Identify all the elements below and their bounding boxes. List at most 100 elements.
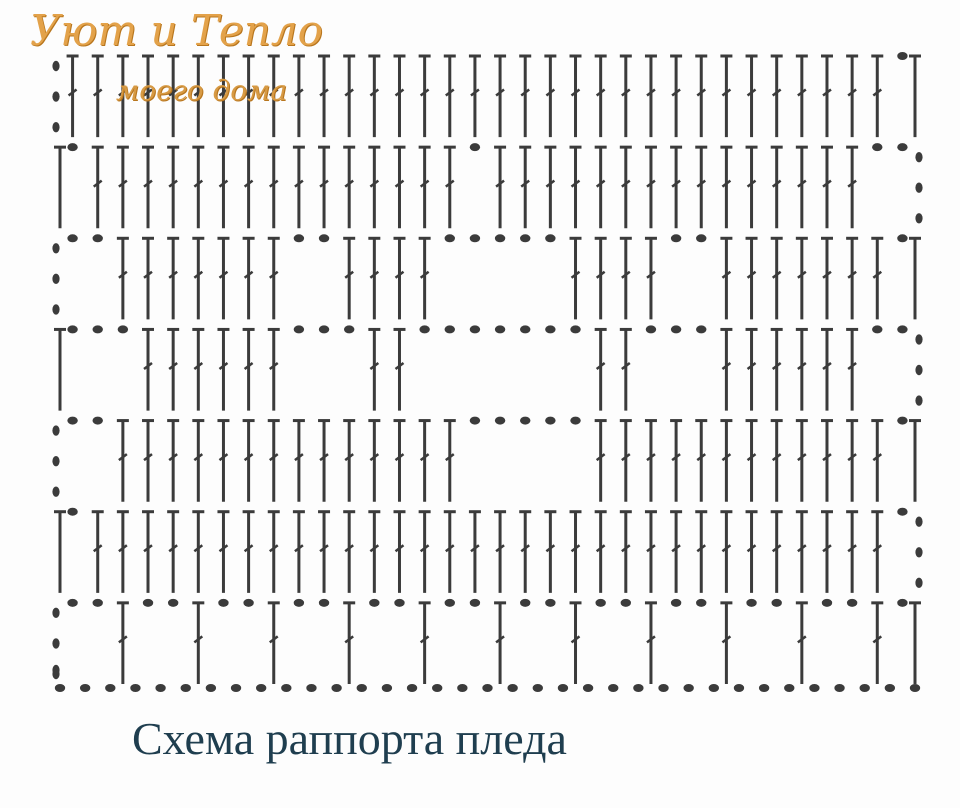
double-crochet-stitch xyxy=(116,419,129,502)
chain-stitch xyxy=(670,234,682,243)
double-crochet-stitch xyxy=(468,54,481,138)
double-crochet-stitch xyxy=(871,236,884,320)
chain-stitch xyxy=(897,598,908,607)
chain-stitch xyxy=(846,598,858,607)
chain-stitch xyxy=(570,325,581,334)
double-crochet-stitch xyxy=(167,510,180,593)
double-crochet-stitch xyxy=(217,54,230,138)
double-crochet-stitch xyxy=(292,54,305,138)
chain-stitch xyxy=(570,416,581,425)
double-crochet-stitch xyxy=(695,419,708,502)
double-crochet-stitch xyxy=(644,145,657,229)
chain-stitch xyxy=(293,598,305,607)
foundation-chain-stitch xyxy=(482,684,493,692)
chain-stitch xyxy=(293,234,305,243)
chain-stitch xyxy=(243,598,254,607)
double-crochet-stitch xyxy=(569,145,582,229)
chain-stitch xyxy=(92,416,103,425)
double-crochet-stitch xyxy=(116,54,129,138)
double-crochet-stitch xyxy=(242,327,255,411)
double-crochet-stitch xyxy=(142,419,155,502)
double-crochet-stitch xyxy=(192,54,205,138)
double-crochet-stitch xyxy=(695,510,708,593)
double-crochet-stitch xyxy=(619,145,632,229)
turning-chain-stitch xyxy=(915,395,923,406)
chain-stitch xyxy=(520,598,531,607)
foundation-chain-stitch xyxy=(733,684,745,692)
double-crochet-stitch xyxy=(142,145,155,229)
watermark-line1: Уют и Тепло xyxy=(30,6,323,55)
double-crochet-stitch xyxy=(770,327,783,411)
double-crochet-stitch xyxy=(418,236,431,320)
foundation-chain-stitch xyxy=(105,684,116,692)
chain-stitch xyxy=(67,598,78,607)
double-crochet-stitch xyxy=(519,510,532,593)
chain-stitch xyxy=(545,416,556,425)
chain-stitch xyxy=(696,234,707,243)
double-crochet-stitch xyxy=(267,419,280,502)
double-crochet-stitch xyxy=(720,601,733,684)
double-crochet-stitch xyxy=(267,601,280,684)
double-crochet-stitch xyxy=(192,601,205,684)
foundation-chain-stitch xyxy=(406,684,418,692)
turning-chain-stitch xyxy=(52,121,60,133)
double-crochet-stitch xyxy=(418,145,431,229)
chain-stitch xyxy=(67,507,78,516)
double-crochet-stitch xyxy=(644,510,657,593)
double-crochet-stitch xyxy=(494,145,507,229)
double-crochet-stitch xyxy=(770,236,783,320)
turning-chain-stitch xyxy=(52,638,60,649)
double-crochet-stitch xyxy=(267,327,280,411)
watermark-line2: моего дома xyxy=(116,74,288,107)
double-crochet-stitch xyxy=(644,419,657,502)
chain-stitch xyxy=(494,325,506,334)
double-crochet-stitch xyxy=(619,236,632,320)
double-crochet-stitch xyxy=(820,54,833,138)
turning-chain-stitch xyxy=(52,607,60,619)
double-crochet-stitch xyxy=(494,54,507,138)
foundation-chain-stitch xyxy=(130,684,141,692)
foundation-chain-stitch xyxy=(457,684,468,692)
watermark-logo: Уют и Тепло моего дома xyxy=(8,4,368,134)
double-crochet-stitch xyxy=(393,510,406,593)
chain-stitch xyxy=(167,598,179,607)
chain-stitch xyxy=(872,325,883,334)
double-crochet-stitch xyxy=(267,236,280,320)
double-crochet-stitch xyxy=(242,419,255,502)
turning-chain-stitch xyxy=(52,425,60,436)
turning-chain-stitch xyxy=(915,577,923,589)
foundation-chain-stitch xyxy=(784,684,795,692)
double-crochet-stitch xyxy=(192,327,205,411)
double-crochet-stitch xyxy=(820,510,833,593)
double-crochet-stitch xyxy=(795,236,808,320)
double-crochet-stitch xyxy=(670,145,683,229)
chain-stitch xyxy=(545,234,556,243)
foundation-chain-stitch xyxy=(557,684,569,692)
double-crochet-stitch xyxy=(368,419,381,502)
chain-stitch xyxy=(545,598,556,607)
double-crochet-stitch xyxy=(443,419,456,502)
chain-stitch xyxy=(520,416,531,425)
double-crochet-stitch xyxy=(594,327,607,411)
double-crochet-stitch xyxy=(695,54,708,138)
turning-chain-stitch xyxy=(52,486,60,497)
double-crochet-stitch xyxy=(217,236,230,320)
double-crochet-stitch xyxy=(569,510,582,593)
turning-chain-stitch xyxy=(915,516,923,527)
double-crochet-stitch xyxy=(770,145,783,229)
double-crochet-stitch xyxy=(720,54,733,138)
double-crochet-stitch xyxy=(192,236,205,320)
chain-stitch xyxy=(67,416,78,425)
double-crochet-stitch xyxy=(594,510,607,593)
double-crochet-stitch xyxy=(292,419,305,502)
double-crochet-stitch xyxy=(745,145,758,229)
double-crochet-stitch xyxy=(544,54,557,138)
chain-stitch xyxy=(318,234,330,243)
double-crochet-stitch xyxy=(544,145,557,229)
chain-stitch xyxy=(92,325,103,334)
chart-caption: Схема раппорта пледа xyxy=(132,713,567,764)
chain-stitch xyxy=(545,325,556,334)
chain-stitch xyxy=(897,325,908,334)
double-crochet-stitch xyxy=(242,236,255,320)
